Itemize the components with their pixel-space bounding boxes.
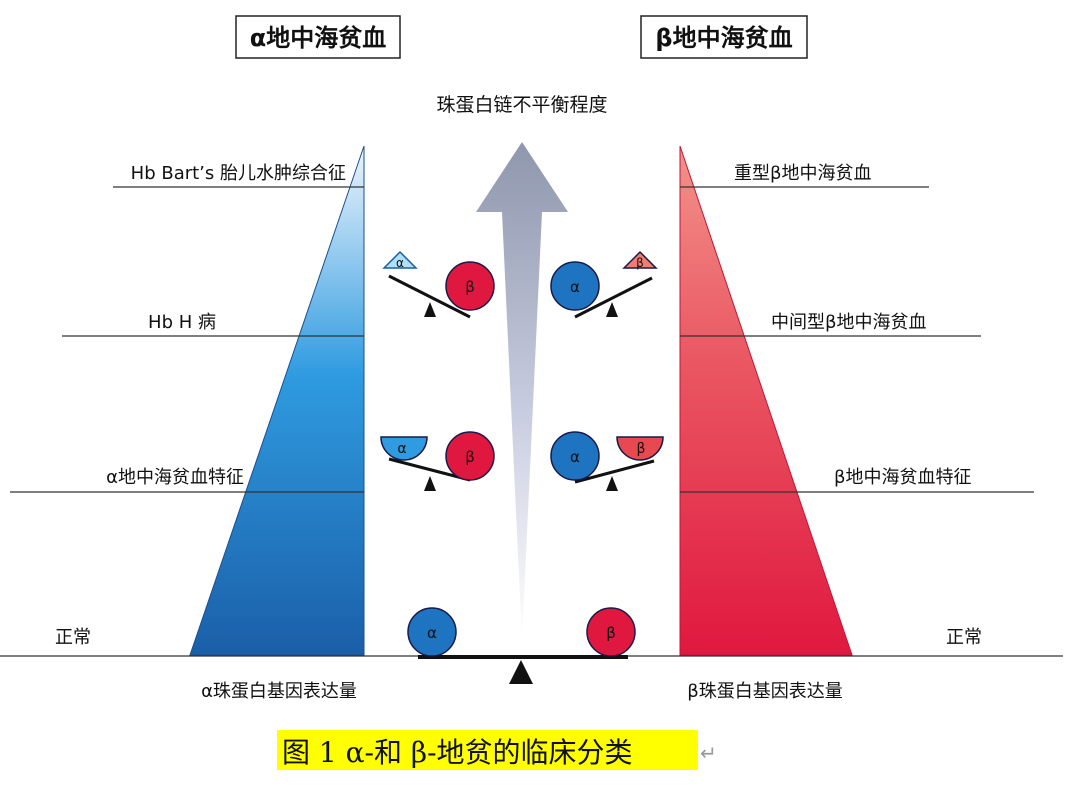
scale-beam bbox=[388, 274, 471, 319]
right-level-2: 中间型β地中海贫血 bbox=[771, 312, 927, 333]
balance-beta-severe: α β bbox=[550, 250, 658, 319]
beta-label: β bbox=[465, 278, 475, 296]
scale-beam bbox=[574, 459, 655, 484]
imbalance-label: 珠蛋白链不平衡程度 bbox=[436, 94, 607, 116]
fulcrum bbox=[606, 302, 618, 317]
beta-axis-label: β珠蛋白基因表达量 bbox=[687, 681, 843, 702]
balance-normal: α β bbox=[407, 607, 636, 684]
right-level-1: 重型β地中海贫血 bbox=[734, 163, 872, 184]
alpha-title-box: α地中海贫血 bbox=[235, 15, 401, 59]
left-level-4: 正常 bbox=[55, 627, 91, 648]
beta-title: β地中海贫血 bbox=[655, 24, 792, 52]
beta-label: β bbox=[465, 448, 475, 466]
beta-label: β bbox=[637, 441, 646, 457]
paragraph-mark-icon: ↵ bbox=[700, 741, 717, 765]
fulcrum bbox=[606, 476, 618, 491]
imbalance-arrow bbox=[476, 142, 568, 640]
left-level-1: Hb Bart’s 胎儿水肿综合征 bbox=[131, 163, 346, 184]
alpha-circle bbox=[550, 261, 600, 311]
fulcrum bbox=[424, 302, 436, 317]
balance-alpha-mild: α β bbox=[380, 431, 495, 491]
alpha-label: α bbox=[570, 448, 580, 466]
balance-alpha-severe: α β bbox=[382, 250, 495, 319]
beta-label: β bbox=[606, 624, 616, 642]
beta-circle bbox=[586, 607, 636, 657]
beta-label: β bbox=[636, 256, 644, 270]
alpha-circle bbox=[550, 431, 600, 481]
alpha-fragment bbox=[382, 250, 418, 269]
alpha-label: α bbox=[396, 256, 404, 270]
caption-text: 图 1 α-和 β-地贫的临床分类 bbox=[282, 736, 633, 769]
beta-circle bbox=[445, 261, 495, 311]
fulcrum bbox=[509, 660, 533, 684]
beta-half bbox=[616, 436, 664, 461]
beta-title-box: β地中海贫血 bbox=[640, 15, 808, 59]
left-level-2: Hb H 病 bbox=[148, 312, 216, 333]
right-level-3: β地中海贫血特征 bbox=[834, 467, 972, 488]
alpha-axis-label: α珠蛋白基因表达量 bbox=[201, 681, 357, 702]
alpha-label: α bbox=[397, 441, 406, 457]
beta-fragment bbox=[622, 250, 658, 269]
alpha-label: α bbox=[570, 278, 580, 296]
alpha-circle bbox=[407, 607, 457, 657]
right-level-4: 正常 bbox=[946, 627, 982, 648]
figure-caption: 图 1 α-和 β-地贫的临床分类 ↵ bbox=[277, 730, 717, 770]
scale-beam bbox=[574, 276, 653, 319]
beta-circle bbox=[445, 431, 495, 481]
beta-expression-triangle bbox=[679, 145, 853, 656]
alpha-title: α地中海贫血 bbox=[250, 24, 387, 52]
left-level-3: α地中海贫血特征 bbox=[106, 467, 244, 488]
fulcrum bbox=[424, 476, 436, 491]
alpha-expression-triangle bbox=[189, 145, 365, 656]
alpha-half bbox=[380, 436, 428, 461]
balance-beta-mild: α β bbox=[550, 431, 664, 491]
alpha-label: α bbox=[427, 624, 437, 642]
